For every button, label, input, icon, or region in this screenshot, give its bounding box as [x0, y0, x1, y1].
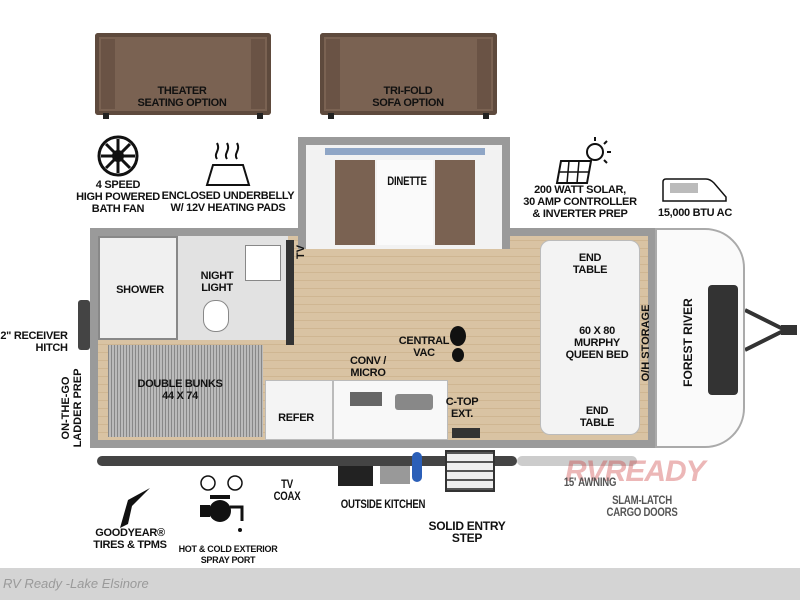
hitch: [745, 308, 797, 352]
dinette-label: DINETTE: [387, 174, 427, 188]
spray-hose: [412, 452, 422, 482]
entry-step: [445, 450, 495, 492]
murphy-bed: [540, 240, 640, 435]
heating-icon: [205, 142, 251, 186]
spray-port-icon: [200, 475, 244, 532]
rv-ready-watermark: RVREADY: [565, 455, 706, 488]
solar-label: 200 WATT SOLAR,30 AMP CONTROLLER& INVERT…: [523, 184, 637, 220]
theater-seating-label: THEATER SEATING OPTION: [137, 85, 227, 109]
ctop-extension: [452, 428, 480, 438]
theater-seating-image: [95, 33, 271, 119]
kitchen-sink: [395, 394, 433, 410]
outside-kitchen-unit: [338, 466, 373, 486]
footprint-icon: [450, 326, 466, 362]
goodyear-wingfoot-icon: [120, 488, 150, 528]
dealer-name: RV Ready -Lake Elsinore: [3, 576, 149, 591]
front-storage: [708, 285, 738, 395]
shower: [98, 236, 178, 340]
double-bunks: [108, 345, 263, 437]
trifold-sofa-label: TRI-FOLD SOFA OPTION: [372, 85, 444, 109]
outside-kitchen-label: OUTSIDE KITCHEN: [340, 497, 426, 511]
tv: [286, 240, 294, 345]
solar-panel-icon: [555, 137, 611, 184]
fan-icon: [97, 135, 139, 177]
ac-label: 15,000 BTU AC: [658, 207, 732, 219]
forest-river-logo: FOREST RIVER: [681, 298, 695, 387]
micro-label: CONV /MICRO: [349, 355, 387, 379]
cooktop: [350, 392, 382, 406]
ac-unit-icon: [662, 178, 727, 202]
refrigerator: [265, 380, 333, 440]
toilet: [203, 300, 229, 332]
trifold-sofa-image: [320, 33, 497, 119]
shower-label: SHOWER: [116, 284, 164, 296]
awning: [97, 456, 517, 466]
rear-bumper: [78, 300, 90, 350]
tires-label: GOODYEAR®TIRES & TPMS: [93, 527, 167, 551]
sink: [245, 245, 281, 281]
refer-label: REFER: [278, 412, 314, 424]
footer-bar: RV Ready -Lake Elsinore: [0, 568, 800, 600]
oh-storage-label: O/H STORAGE: [640, 304, 652, 382]
awning-label: 15' AWNING: [563, 475, 617, 489]
tv-label: TV: [295, 244, 307, 260]
kitchen-counter: [333, 380, 448, 440]
outside-kitchen-sink: [380, 466, 410, 484]
